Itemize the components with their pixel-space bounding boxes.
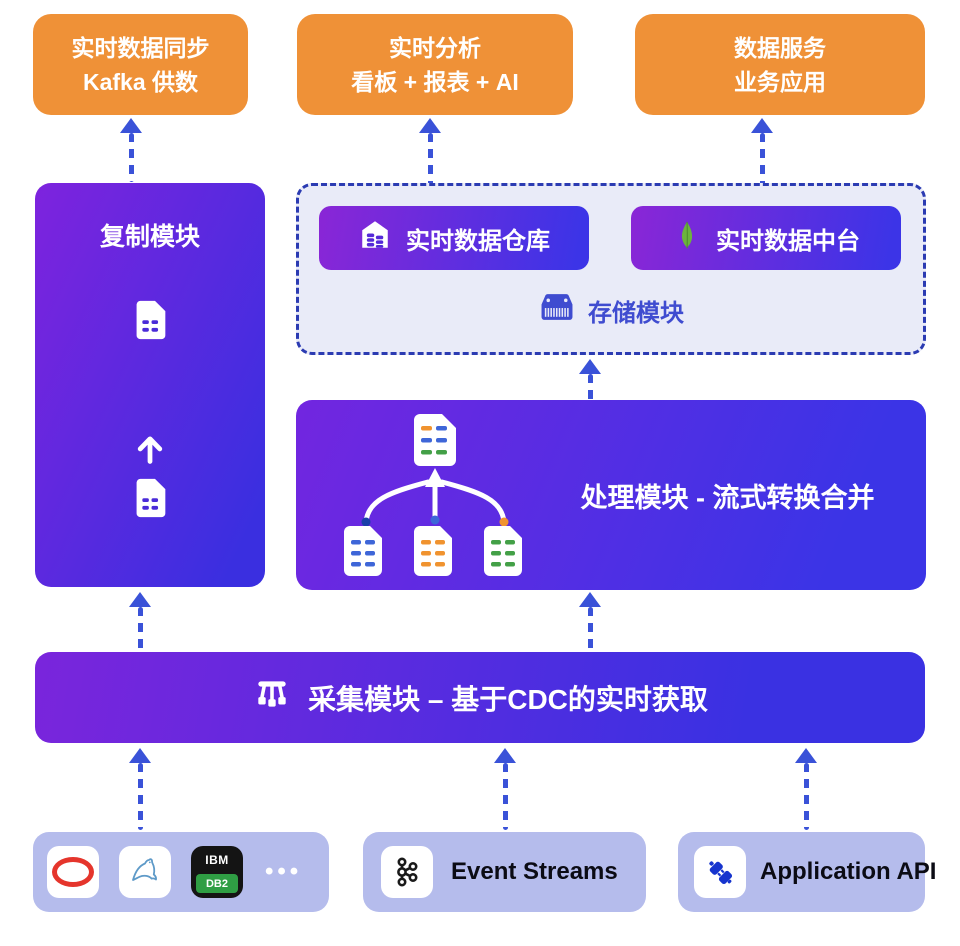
platform-chip-label: 实时数据中台 bbox=[716, 227, 860, 255]
arrow-line bbox=[587, 607, 593, 652]
dashed-arrow-collection-to-processing bbox=[578, 592, 602, 652]
storage-module-label-row: 存储模块 bbox=[299, 290, 923, 330]
realtime-data-platform-chip: 实时数据中台 bbox=[631, 206, 901, 270]
arrow-head bbox=[129, 592, 151, 607]
source-application-api-box: Application API bbox=[678, 832, 936, 912]
arrow-line bbox=[427, 133, 433, 202]
plug-icon bbox=[694, 846, 746, 898]
warehouse-chip-label: 实时数据仓库 bbox=[406, 227, 550, 255]
arrow-head bbox=[129, 748, 151, 763]
arrow-head bbox=[494, 748, 516, 763]
event-streams-label: Event Streams bbox=[451, 858, 618, 885]
merge-documents-illustration bbox=[326, 412, 541, 578]
dashed-arrow-replication-to-kafka bbox=[119, 118, 143, 182]
application-api-label: Application API bbox=[760, 858, 937, 885]
arrow-line bbox=[137, 607, 143, 652]
arrow-line bbox=[803, 763, 809, 830]
arrow-head bbox=[419, 118, 441, 133]
output-box-line1: 数据服务 bbox=[734, 34, 826, 61]
output-box-kafka-sync: 实时数据同步 Kafka 供数 bbox=[33, 14, 248, 115]
output-box-line1: 实时数据同步 bbox=[71, 34, 210, 61]
dashed-arrow-storage-to-analytics bbox=[418, 118, 442, 202]
output-box-realtime-analytics: 实时分析 看板 + 报表 + AI bbox=[297, 14, 573, 115]
arrow-head bbox=[579, 592, 601, 607]
output-box-data-services: 数据服务 业务应用 bbox=[635, 14, 925, 115]
realtime-data-warehouse-chip: 实时数据仓库 bbox=[319, 206, 589, 270]
mongodb-leaf-icon bbox=[672, 220, 702, 257]
arrow-head bbox=[579, 359, 601, 374]
data-warehouse-icon bbox=[358, 218, 392, 259]
storage-module-label: 存储模块 bbox=[588, 299, 684, 327]
dashed-arrow-collection-to-replication bbox=[128, 592, 152, 652]
up-arrow-icon bbox=[131, 432, 169, 469]
ellipsis-icon: ••• bbox=[265, 858, 303, 885]
storage-module-container: 实时数据仓库 实时数据中台 存储模块 bbox=[296, 183, 926, 355]
dashed-arrow-events-to-collection bbox=[493, 748, 517, 830]
replication-upload-group bbox=[127, 432, 173, 526]
output-box-line2: Kafka 供数 bbox=[82, 68, 199, 95]
collection-module-title: 采集模块 – 基于CDC的实时获取 bbox=[308, 683, 708, 715]
ibm-db2-icon: IBM DB2 bbox=[191, 846, 243, 898]
arrow-line bbox=[502, 763, 508, 830]
arrow-line bbox=[759, 133, 765, 202]
dashed-arrow-processing-to-storage bbox=[578, 359, 602, 402]
collection-module: 采集模块 – 基于CDC的实时获取 bbox=[35, 652, 925, 743]
arrow-head bbox=[751, 118, 773, 133]
source-databases-box: IBM DB2 ••• bbox=[33, 832, 329, 912]
mysql-icon bbox=[119, 846, 171, 898]
arrow-line bbox=[128, 133, 134, 182]
ibm-db2-bottom-label: DB2 bbox=[196, 874, 238, 893]
arrow-line bbox=[137, 763, 143, 830]
arrow-head bbox=[120, 118, 142, 133]
dashed-arrow-databases-to-collection bbox=[128, 748, 152, 830]
storage-drive-icon bbox=[538, 290, 576, 330]
source-event-streams-box: Event Streams bbox=[363, 832, 646, 912]
processing-module: 处理模块 - 流式转换合并 bbox=[296, 400, 926, 590]
replication-module-title: 复制模块 bbox=[99, 223, 200, 251]
output-box-line1: 实时分析 bbox=[389, 34, 481, 61]
dashed-arrow-api-to-collection bbox=[794, 748, 818, 830]
document-icon bbox=[127, 297, 173, 348]
output-box-line2: 业务应用 bbox=[734, 68, 826, 95]
output-box-line2: 看板 + 报表 + AI bbox=[351, 68, 519, 95]
kafka-icon bbox=[381, 846, 433, 898]
oracle-icon bbox=[47, 846, 99, 898]
pipeline-tree-icon bbox=[252, 675, 292, 720]
arrow-line bbox=[587, 374, 593, 402]
dashed-arrow-storage-to-services bbox=[750, 118, 774, 202]
arrow-head bbox=[795, 748, 817, 763]
document-icon bbox=[127, 475, 173, 526]
ibm-db2-top-label: IBM bbox=[205, 853, 229, 867]
processing-module-title: 处理模块 - 流式转换合并 bbox=[580, 482, 875, 513]
oracle-ring bbox=[52, 857, 94, 887]
replication-module: 复制模块 bbox=[35, 183, 265, 587]
